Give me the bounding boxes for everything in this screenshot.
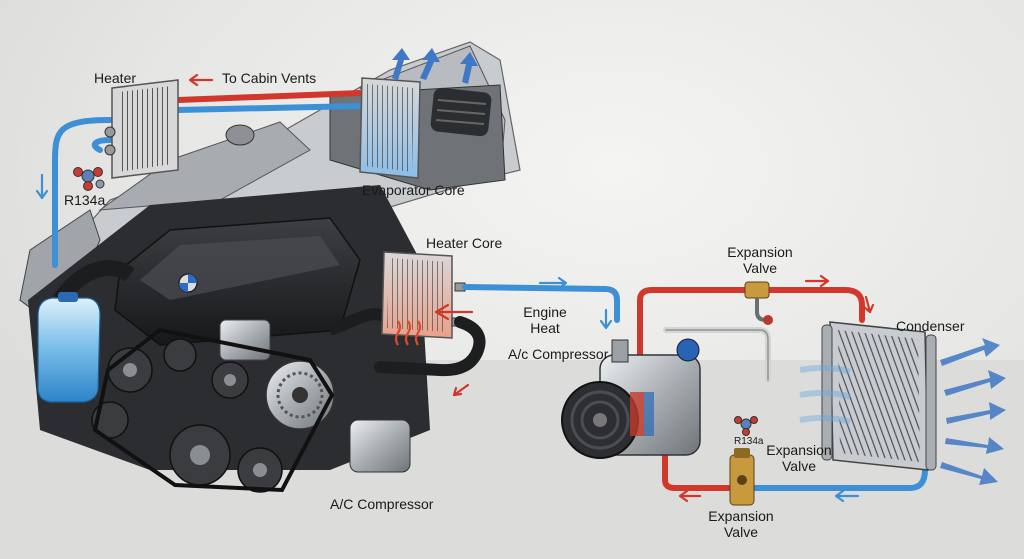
r134a-molecule-top — [73, 167, 105, 191]
bottom-expansion-valve — [729, 448, 755, 506]
heater-unit — [104, 79, 179, 179]
r134a-molecule-bottom — [734, 416, 758, 436]
label-evaporator-core: Evaporator Core — [362, 182, 465, 198]
label-expansion-valve-right: Expansion Valve — [766, 442, 832, 475]
condenser — [821, 321, 937, 471]
label-r134a-bottom: R134a — [734, 436, 764, 447]
heater-lines — [52, 90, 363, 268]
label-condenser: Condenser — [896, 318, 965, 334]
label-to-cabin-vents: To Cabin Vents — [222, 70, 317, 86]
label-expansion-valve-bottom: Expansion Valve — [708, 508, 774, 541]
ac-compressor — [561, 338, 701, 459]
heater-core-hoses — [374, 284, 620, 377]
top-expansion-valve — [744, 281, 773, 325]
engine-bay — [28, 185, 430, 493]
evaporator-core — [359, 77, 421, 179]
condenser-airflow — [799, 338, 1006, 485]
cabin-airflow — [392, 48, 478, 84]
label-ac-compressor-mid: A/c Compressor — [508, 346, 609, 362]
label-r134a-top: R134a — [64, 192, 106, 208]
label-engine-heat: Engine Heat — [523, 304, 567, 337]
label-heater-core: Heater Core — [426, 235, 503, 251]
heat-waves — [394, 320, 422, 346]
label-ac-compressor-bottom: A/C Compressor — [330, 496, 434, 512]
flow-arrows — [35, 73, 875, 503]
heater-core — [381, 251, 466, 339]
label-expansion-valve-top: Expansion Valve — [727, 244, 793, 277]
label-heater: Heater — [94, 70, 137, 86]
